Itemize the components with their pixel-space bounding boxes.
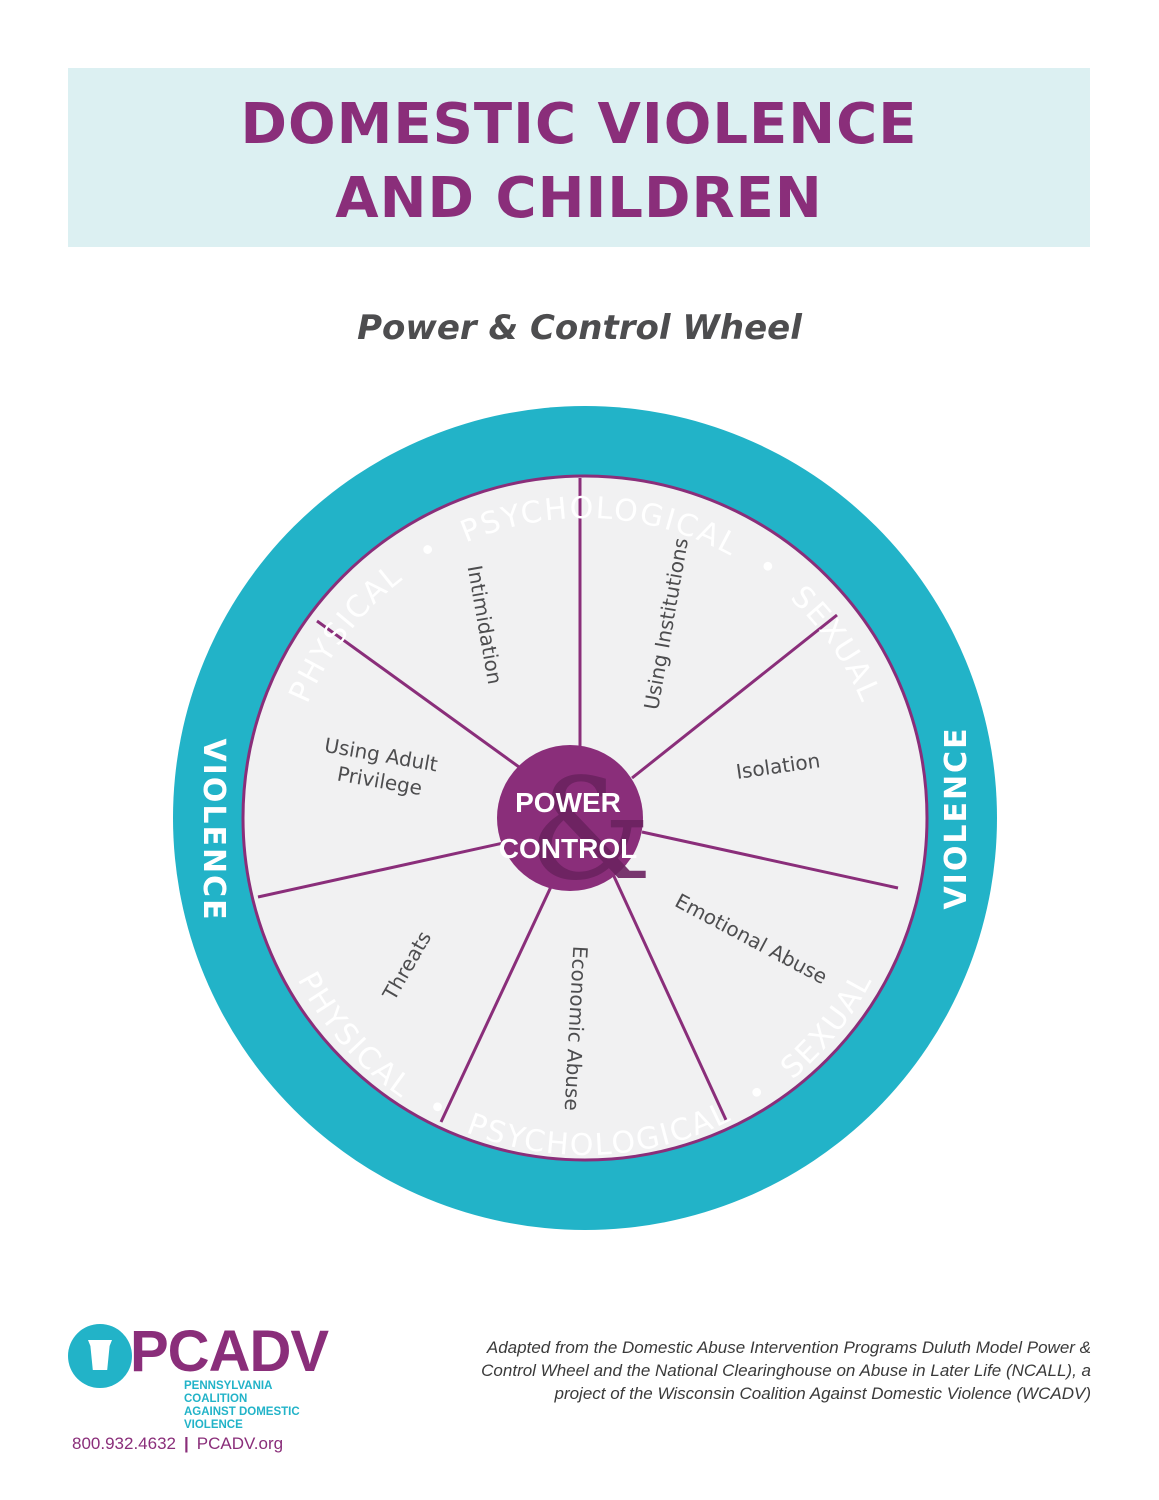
logo-subtitle-line1: PENNSYLVANIA COALITION [184, 1380, 272, 1405]
website-link[interactable]: PCADV.org [196, 1434, 284, 1453]
spoke [316, 619, 538, 782]
credit-line3: project of the Wisconsin Coalition Again… [554, 1384, 1091, 1403]
contact-separator: | [184, 1434, 189, 1453]
ring-label-violence-left: VIOLENCE [196, 738, 231, 921]
credit-line1: Adapted from the Domestic Abuse Interven… [486, 1338, 1091, 1357]
spoke [641, 830, 899, 890]
ring-label-violence-right: VIOLENCE [939, 726, 974, 909]
page-title-line1: DOMESTIC VIOLENCE [240, 92, 918, 157]
pcadv-logo: PCADV PENNSYLVANIA COALITION AGAINST DOM… [68, 1318, 329, 1431]
page-subtitle: Power & Control Wheel [357, 308, 802, 348]
hub-label-power: POWER [515, 787, 621, 818]
logo-subtitle-line2: AGAINST DOMESTIC VIOLENCE [184, 1406, 300, 1431]
spoke [631, 613, 838, 780]
phone-number: 800.932.4632 [72, 1434, 176, 1453]
spoke [439, 875, 558, 1123]
hub-ampersand: & [528, 749, 653, 912]
contact-info: 800.932.4632 | PCADV.org [72, 1434, 283, 1454]
attribution-credit: Adapted from the Domestic Abuse Interven… [451, 1336, 1091, 1405]
spokes [257, 478, 899, 1123]
logo-subtitle: PENNSYLVANIA COALITION AGAINST DOMESTIC … [184, 1380, 308, 1432]
power-control-hub [497, 745, 643, 891]
spoke [610, 871, 728, 1121]
spoke [257, 836, 527, 899]
credit-line2: Control Wheel and the National Clearingh… [481, 1361, 1091, 1380]
hub-label-control: CONTROL [499, 833, 637, 864]
logo-wordmark: PCADV [130, 1319, 329, 1384]
page-title-line2: AND CHILDREN [335, 166, 823, 231]
title-banner: DOMESTIC VIOLENCE AND CHILDREN [68, 68, 1090, 247]
